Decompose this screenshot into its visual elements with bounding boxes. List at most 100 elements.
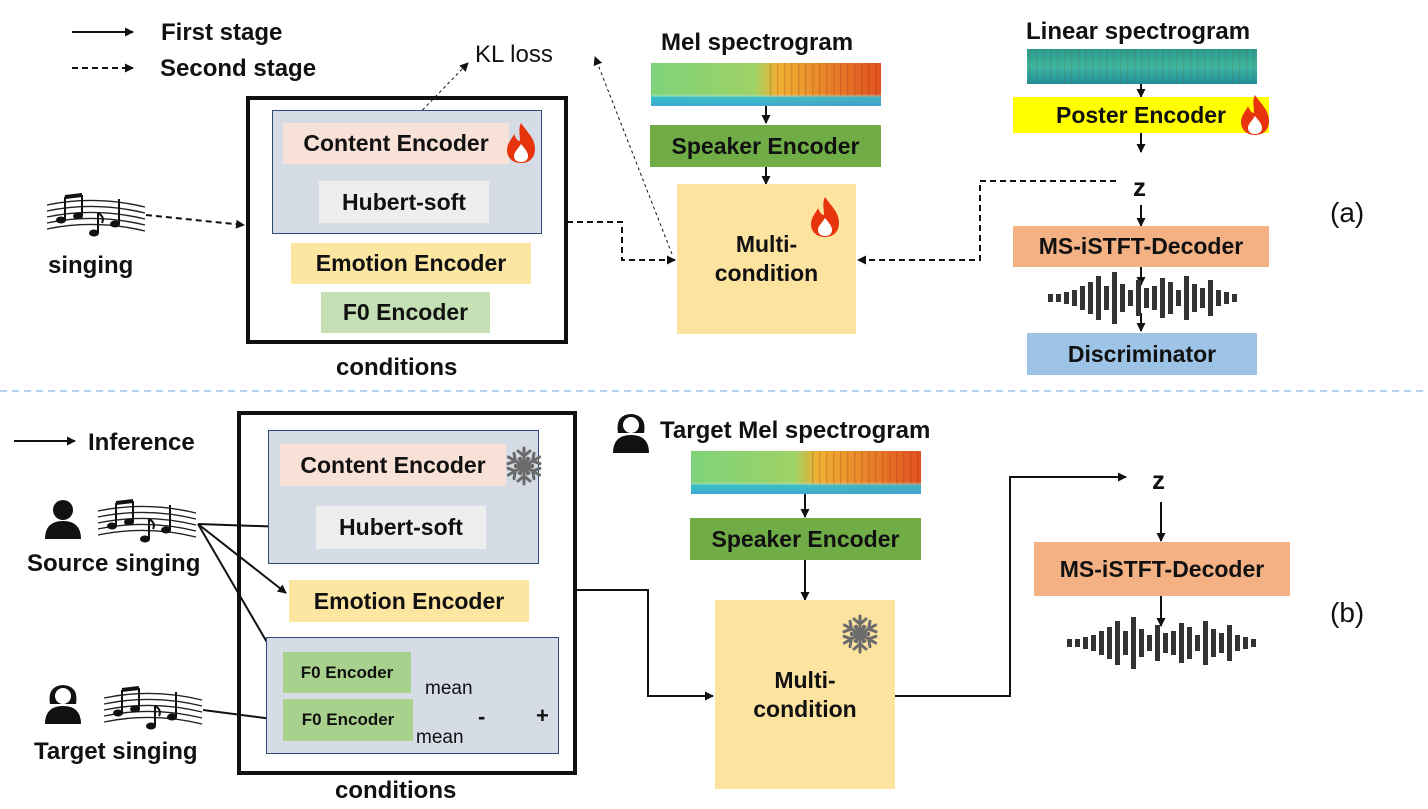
mean-label-bottom: mean [416,727,464,748]
waveform-bar [1168,282,1173,314]
waveform-bar [1219,633,1224,653]
waveform-bar [1224,292,1229,304]
waveform-bar [1251,639,1256,647]
plus-operator: + [536,703,549,728]
waveform-icon [1048,272,1237,324]
waveform-bar [1096,276,1101,320]
waveform-bar [1088,282,1093,314]
waveform-bar [1208,280,1213,316]
target-singing-label: Target singing [34,738,198,765]
music-notes-icon [97,499,197,543]
speaker-encoder-b: Speaker Encoder [690,518,921,560]
person-icon [45,500,81,539]
waveform-bar [1075,639,1080,647]
f0-encoder-target: F0 Encoder [283,699,413,741]
waveform-bar [1067,639,1072,647]
waveform-bar [1160,278,1165,318]
minus-operator: - [478,704,486,729]
waveform-bar [1115,621,1120,665]
legend-inference: Inference [88,429,195,456]
waveform-bar [1048,294,1053,302]
waveform-bar [1243,637,1248,649]
discriminator: Discriminator [1027,333,1257,375]
target-mel-spectrogram-image [691,451,921,494]
kl-loss-label: KL loss [475,41,553,68]
waveform-bar [1144,288,1149,308]
waveform-bar [1147,635,1152,651]
waveform-bar [1136,280,1141,316]
waveform-bar [1107,627,1112,659]
waveform-bar [1072,290,1077,306]
mean-label-top: mean [425,678,473,699]
conditions-to-multicondition-arrow [567,221,676,265]
waveform-bar [1163,633,1168,653]
waveform-bar [1200,288,1205,308]
fire-icon [811,197,839,237]
fire-icon [1241,95,1269,135]
content-encoder-b: Content Encoder [280,444,506,486]
hubert-soft-b: Hubert-soft [316,506,486,549]
waveform-bar [1123,631,1128,655]
person-icon [45,685,81,724]
singing-to-conditions-arrow [145,214,245,229]
waveform-icon [1067,617,1256,669]
linear-spectrogram-label: Linear spectrogram [1026,18,1251,45]
multicondition-to-kl-arrow [593,56,673,255]
fire-icon [507,123,535,163]
waveform-bar [1139,629,1144,657]
hubert-soft-a: Hubert-soft [319,181,489,223]
mel-spectrogram-image [651,63,881,106]
source-to-emotion-arrow [197,523,287,594]
waveform-bar [1203,621,1208,665]
person-icon [613,414,649,453]
f0-encoder-a: F0 Encoder [321,292,490,333]
emotion-encoder-a: Emotion Encoder [291,243,531,284]
ms-istft-decoder-b: MS-iSTFT-Decoder [1034,542,1290,596]
conditions-label-a: conditions [336,354,458,381]
snowflake-icon [842,614,878,654]
latent-z-a: z [1133,172,1146,202]
multi-condition-line2: condition [714,260,819,286]
waveform-bar [1195,635,1200,651]
waveform-bar [1227,625,1232,661]
linear-spectrogram-image [1027,49,1257,84]
multi-condition-line1: Multi- [735,231,798,258]
f0-encoder-source: F0 Encoder [283,652,411,693]
waveform-bar [1179,623,1184,663]
multi-condition-line2: condition [753,695,857,722]
speaker-encoder-a: Speaker Encoder [650,125,881,167]
waveform-bar [1128,290,1133,306]
waveform-bar [1184,276,1189,320]
legend-first-stage: First stage [161,19,283,46]
waveform-bar [1080,286,1085,310]
waveform-bar [1155,625,1160,661]
target-mel-label: Target Mel spectrogram [660,417,931,444]
waveform-bar [1064,292,1069,304]
waveform-bar [1091,635,1096,651]
conditions-label-b: conditions [335,777,457,804]
waveform-bar [1176,290,1181,306]
emotion-encoder-b: Emotion Encoder [289,580,529,622]
waveform-bar [1099,631,1104,655]
source-singing-label: Source singing [27,550,201,577]
music-notes-icon [103,686,203,730]
multi-condition-line1: Multi- [774,666,836,693]
ms-istft-decoder-a: MS-iSTFT-Decoder [1013,226,1269,267]
waveform-bar [1131,617,1136,669]
waveform-bar [1235,635,1240,651]
waveform-bar [1152,286,1157,310]
conditions-to-multicondition-b-arrow [576,589,714,701]
poster-encoder: Poster Encoder [1013,97,1269,133]
multicondition-to-z-arrow [895,472,1127,697]
conditions-frame-a [246,96,568,344]
waveform-bar [1187,627,1192,659]
legend-second-stage: Second stage [160,55,317,82]
snowflake-icon [506,446,542,486]
latent-z-b: z [1152,465,1165,495]
waveform-bar [1120,284,1125,312]
waveform-bar [1104,286,1109,310]
content-encoder-a: Content Encoder [283,123,509,164]
waveform-bar [1192,284,1197,312]
waveform-bar [1216,290,1221,306]
